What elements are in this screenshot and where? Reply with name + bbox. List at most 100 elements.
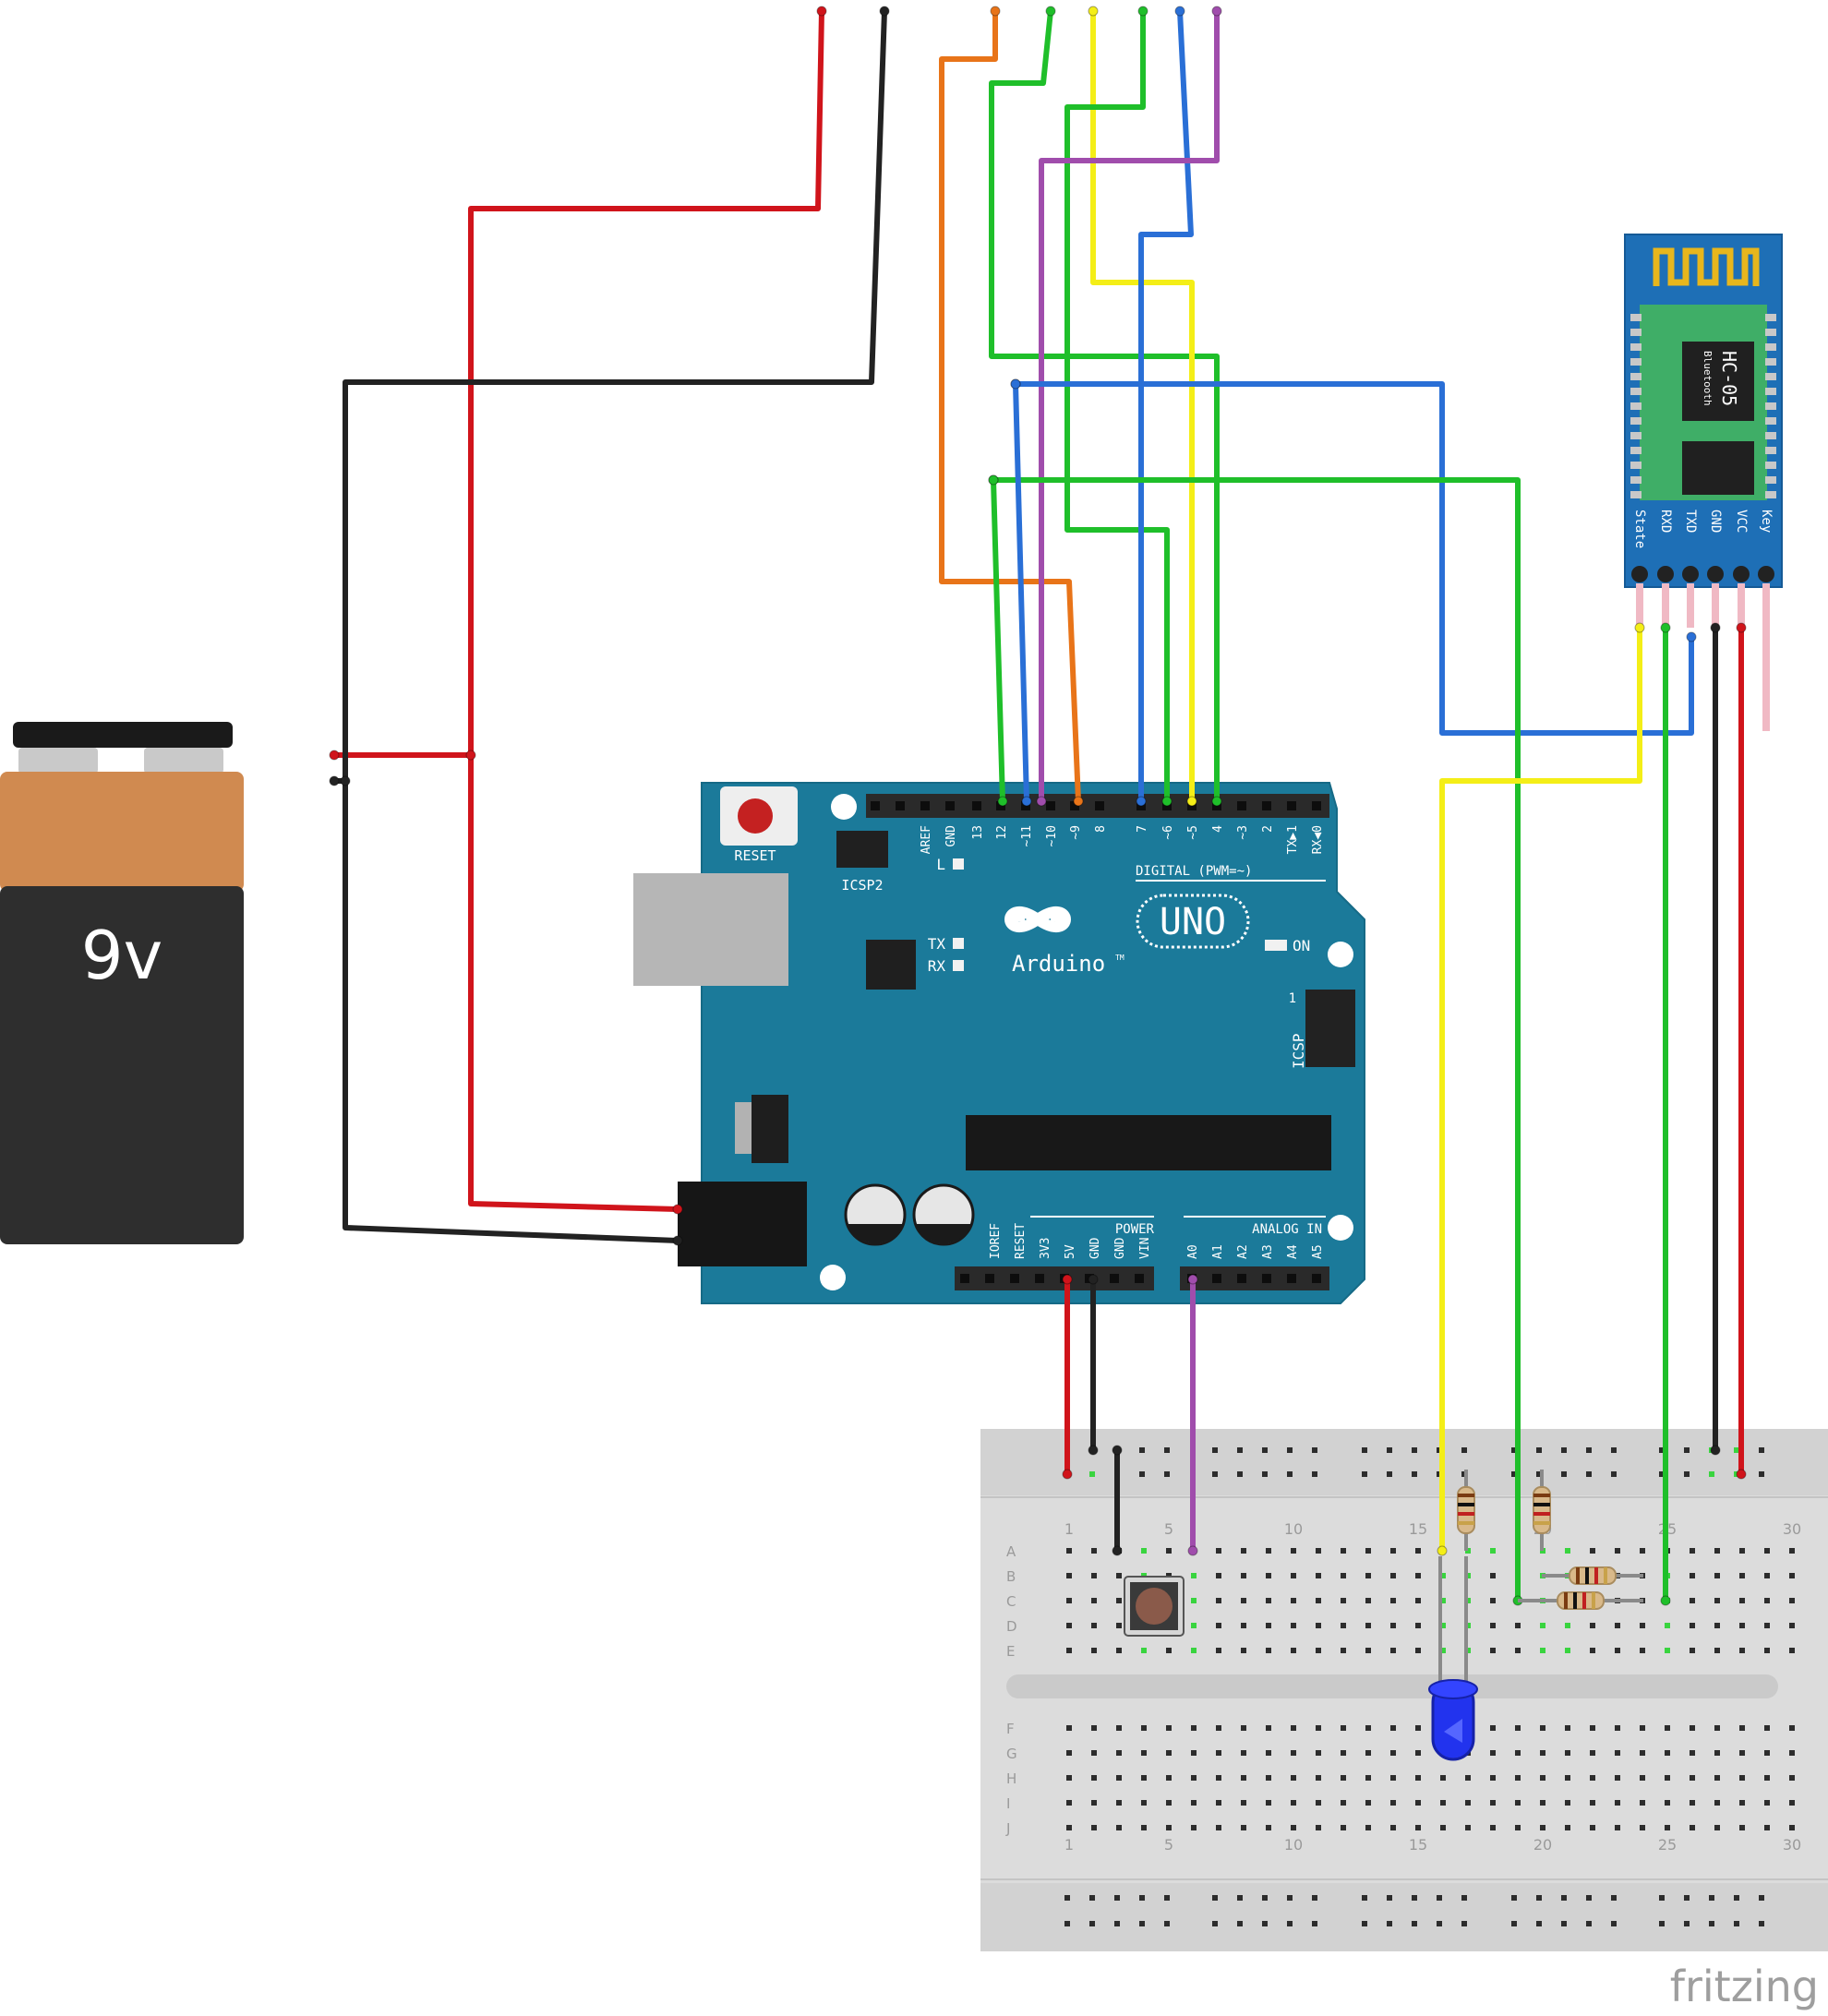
- wire-end: [1634, 622, 1645, 633]
- breadboard-hole: [1665, 1800, 1670, 1806]
- breadboard-hole: [1690, 1623, 1695, 1628]
- rail-hole: [1312, 1447, 1317, 1453]
- breadboard-hole: [1415, 1648, 1421, 1653]
- breadboard-hole: [1590, 1725, 1595, 1731]
- breadboard-hole: [1665, 1623, 1670, 1628]
- rail-hole: [1709, 1921, 1714, 1926]
- breadboard-hole: [1690, 1548, 1695, 1554]
- header-pin: [1287, 801, 1296, 810]
- breadboard-hole: [1316, 1548, 1321, 1554]
- wires: [329, 6, 1747, 1606]
- breadboard-hole: [1241, 1800, 1246, 1806]
- breadboard-hole: [1789, 1725, 1795, 1731]
- header-pin: [1070, 801, 1079, 810]
- breadboard-hole: [1216, 1548, 1221, 1554]
- pushbutton[interactable]: [1124, 1576, 1185, 1637]
- breadboard-hole: [1415, 1573, 1421, 1578]
- breadboard-hole: [1341, 1825, 1346, 1830]
- rail-hole: [1536, 1921, 1542, 1926]
- breadboard-row-label: C: [1006, 1593, 1016, 1610]
- wire-end: [1088, 1445, 1099, 1456]
- rail-hole: [1089, 1895, 1095, 1901]
- battery-body: [0, 886, 244, 1244]
- wire-battery-red: [331, 8, 824, 758]
- breadboard-hole: [1739, 1573, 1745, 1578]
- breadboard-hole: [1739, 1623, 1745, 1628]
- wire-end: [1437, 1545, 1448, 1556]
- breadboard-hole: [1241, 1725, 1246, 1731]
- breadboard-hole: [1266, 1623, 1271, 1628]
- breadboard-hole: [1191, 1598, 1197, 1603]
- wire-end: [1088, 1274, 1099, 1285]
- header-pin: [945, 801, 955, 810]
- breadboard-hole: [1291, 1573, 1296, 1578]
- breadboard-hole: [1640, 1623, 1645, 1628]
- header-pin: [1212, 1274, 1221, 1283]
- hc05-pin-socket: [1631, 566, 1648, 582]
- breadboard-hole: [1216, 1623, 1221, 1628]
- rail-hole: [1412, 1447, 1417, 1453]
- rail-hole: [1237, 1921, 1243, 1926]
- wire-end: [329, 775, 340, 786]
- digital-pin-label: ~11: [1020, 825, 1034, 846]
- digital-pin-label: 12: [995, 825, 1009, 840]
- breadboard-hole: [1216, 1800, 1221, 1806]
- rail-hole: [1461, 1895, 1467, 1901]
- rail-hole: [1511, 1895, 1517, 1901]
- breadboard-hole: [1665, 1648, 1670, 1653]
- breadboard-hole: [1141, 1648, 1147, 1653]
- header-pin: [1287, 1274, 1296, 1283]
- rail-hole: [1659, 1895, 1665, 1901]
- wire-end: [879, 6, 890, 17]
- usb-connector: [633, 873, 788, 986]
- digital-header-low: [1130, 794, 1329, 818]
- breadboard-col-number: 30: [1783, 1520, 1801, 1538]
- header-pin: [896, 801, 905, 810]
- reset-button-cap[interactable]: [738, 798, 773, 834]
- castellation: [1765, 358, 1776, 366]
- rail-hole: [1734, 1921, 1739, 1926]
- breadboard-hole: [1341, 1775, 1346, 1781]
- pushbutton-cap[interactable]: [1136, 1588, 1173, 1625]
- rail-hole: [1164, 1921, 1170, 1926]
- digital-pin-label: 13: [971, 825, 985, 840]
- castellation: [1765, 388, 1776, 395]
- atmega16u2-chip: [866, 940, 916, 990]
- rail-hole: [1164, 1447, 1170, 1453]
- led-tx-label: TX: [928, 935, 946, 953]
- breadboard-hole: [1739, 1548, 1745, 1554]
- breadboard-hole: [1590, 1750, 1595, 1756]
- breadboard-hole: [1415, 1548, 1421, 1554]
- hc05-pin-leg: [1662, 583, 1669, 628]
- breadboard-hole: [1789, 1548, 1795, 1554]
- breadboard-hole: [1789, 1775, 1795, 1781]
- rail-hole: [1734, 1447, 1739, 1453]
- wire-end: [1010, 378, 1021, 390]
- rail-hole: [1387, 1895, 1392, 1901]
- breadboard-hole: [1515, 1800, 1521, 1806]
- breadboard-hole: [1714, 1825, 1720, 1830]
- breadboard-hole: [1465, 1775, 1471, 1781]
- breadboard-hole: [1216, 1775, 1221, 1781]
- breadboard-hole: [1316, 1573, 1321, 1578]
- wire-end: [1186, 796, 1197, 807]
- breadboard-hole: [1789, 1573, 1795, 1578]
- wire-end: [1161, 796, 1173, 807]
- breadboard-hole: [1540, 1800, 1545, 1806]
- breadboard-hole: [1615, 1775, 1620, 1781]
- rail-hole: [1262, 1471, 1268, 1477]
- hc05-pin-socket: [1657, 566, 1674, 582]
- power-header: [955, 1266, 1154, 1290]
- castellation: [1765, 417, 1776, 425]
- wire-end: [1062, 1469, 1073, 1480]
- breadboard-hole: [1166, 1775, 1172, 1781]
- castellation: [1765, 432, 1776, 439]
- breadboard-hole: [1066, 1775, 1072, 1781]
- rail-hole: [1412, 1895, 1417, 1901]
- breadboard-hole: [1241, 1598, 1246, 1603]
- wire-end: [340, 775, 351, 786]
- rail-hole: [1237, 1447, 1243, 1453]
- rail-hole: [1461, 1921, 1467, 1926]
- breadboard-hole: [1091, 1750, 1097, 1756]
- breadboard-hole: [1590, 1800, 1595, 1806]
